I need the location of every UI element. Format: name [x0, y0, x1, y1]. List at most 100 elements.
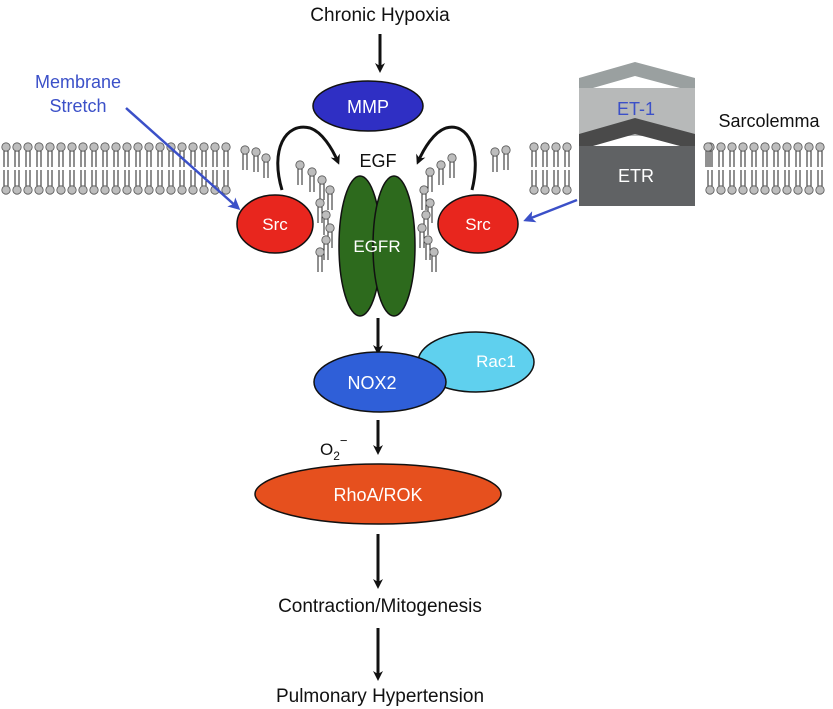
etr-label: ETR: [618, 166, 654, 186]
lipid-head: [716, 142, 726, 152]
lipid-head: [122, 142, 132, 152]
lipid-tail: [157, 151, 163, 167]
lipid-head: [760, 185, 770, 195]
lipid-head: [529, 142, 539, 152]
lipid-head: [315, 247, 325, 257]
lipid-head: [421, 210, 431, 220]
lipid-head: [133, 142, 143, 152]
lipid-head: [771, 185, 781, 195]
lipid-head: [540, 142, 550, 152]
lipid-tail: [564, 151, 570, 167]
lipid-tail: [707, 151, 713, 167]
lipid-head: [12, 185, 22, 195]
lipid-tail: [168, 170, 174, 186]
lipid-tail: [47, 151, 53, 167]
lipid-head: [540, 185, 550, 195]
lipid-tail: [449, 162, 455, 178]
lipid-tail: [14, 151, 20, 167]
lipid-tail: [327, 194, 333, 210]
lipid-head: [307, 167, 317, 177]
lipid-tail: [201, 151, 207, 167]
lipid-tail: [421, 194, 427, 210]
lipid-tail: [212, 151, 218, 167]
lipid-tail: [25, 170, 31, 186]
lipid-tail: [36, 151, 42, 167]
lipid-head: [419, 185, 429, 195]
lipid-tail: [806, 170, 812, 186]
lipid-head: [429, 247, 439, 257]
lipid-head: [111, 142, 121, 152]
lipid-head: [325, 185, 335, 195]
lipid-tail: [762, 170, 768, 186]
lipid-head: [78, 185, 88, 195]
lipid-tail: [168, 151, 174, 167]
lipid-head: [815, 185, 825, 195]
lipid-head: [425, 198, 435, 208]
lipid-tail: [242, 154, 248, 170]
lipid-head: [727, 142, 737, 152]
lipid-tail: [438, 169, 444, 185]
lipid-head: [315, 198, 325, 208]
lipid-tail: [14, 170, 20, 186]
lipid-tail: [762, 151, 768, 167]
lipid-tail: [531, 151, 537, 167]
lipid-tail: [553, 170, 559, 186]
lipid-head: [529, 185, 539, 195]
lipid-tail: [773, 151, 779, 167]
lipid-tail: [124, 170, 130, 186]
lipid-head: [317, 175, 327, 185]
lipid-tail: [157, 170, 163, 186]
lipid-head: [188, 185, 198, 195]
egfr-subunit-right: [372, 175, 416, 317]
sarcolemma-label: Sarcolemma: [718, 111, 820, 131]
lipid-head: [423, 235, 433, 245]
lipid-head: [34, 142, 44, 152]
lipid-tail: [80, 170, 86, 186]
lipid-tail: [69, 151, 75, 167]
lipid-tail: [795, 151, 801, 167]
lipid-tail: [740, 151, 746, 167]
lipid-head: [89, 142, 99, 152]
rhoa-rok-node: [254, 463, 502, 525]
lipid-tail: [323, 244, 329, 260]
lipid-head: [34, 185, 44, 195]
lipid-head: [56, 142, 66, 152]
lipid-head: [155, 185, 165, 195]
lipid-head: [562, 142, 572, 152]
lipid-tail: [564, 170, 570, 186]
lipid-tail: [542, 170, 548, 186]
lipid-head: [45, 142, 55, 152]
lipid-tail: [427, 176, 433, 192]
lipid-tail: [113, 151, 119, 167]
lipid-head: [551, 185, 561, 195]
lipid-tail: [806, 151, 812, 167]
lipid-head: [122, 185, 132, 195]
lipid-tail: [784, 151, 790, 167]
rac1-label: Rac1: [476, 352, 516, 371]
mmp-node: [312, 80, 424, 132]
sarcolemma-membrane: [1, 142, 825, 272]
lipid-head: [155, 142, 165, 152]
lipid-tail: [718, 170, 724, 186]
src-right-node: [437, 194, 519, 254]
right-curve-arrow: [416, 125, 477, 191]
lipid-tail: [817, 170, 823, 186]
lipid-tail: [531, 170, 537, 186]
lipid-head: [67, 142, 77, 152]
lipid-head: [703, 142, 713, 152]
lipid-head: [1, 185, 11, 195]
lipid-head: [295, 160, 305, 170]
lipid-head: [199, 142, 209, 152]
lipid-tail: [212, 170, 218, 186]
left-curve-arrow: [276, 125, 340, 191]
src-right-label: Src: [465, 215, 491, 234]
lipid-head: [738, 185, 748, 195]
lipid-head: [188, 142, 198, 152]
lipid-head: [804, 142, 814, 152]
lipid-tail: [124, 151, 130, 167]
lipid-head: [562, 185, 572, 195]
lipid-tail: [263, 162, 269, 178]
lipid-tail: [431, 256, 437, 272]
lipid-tail: [223, 151, 229, 167]
